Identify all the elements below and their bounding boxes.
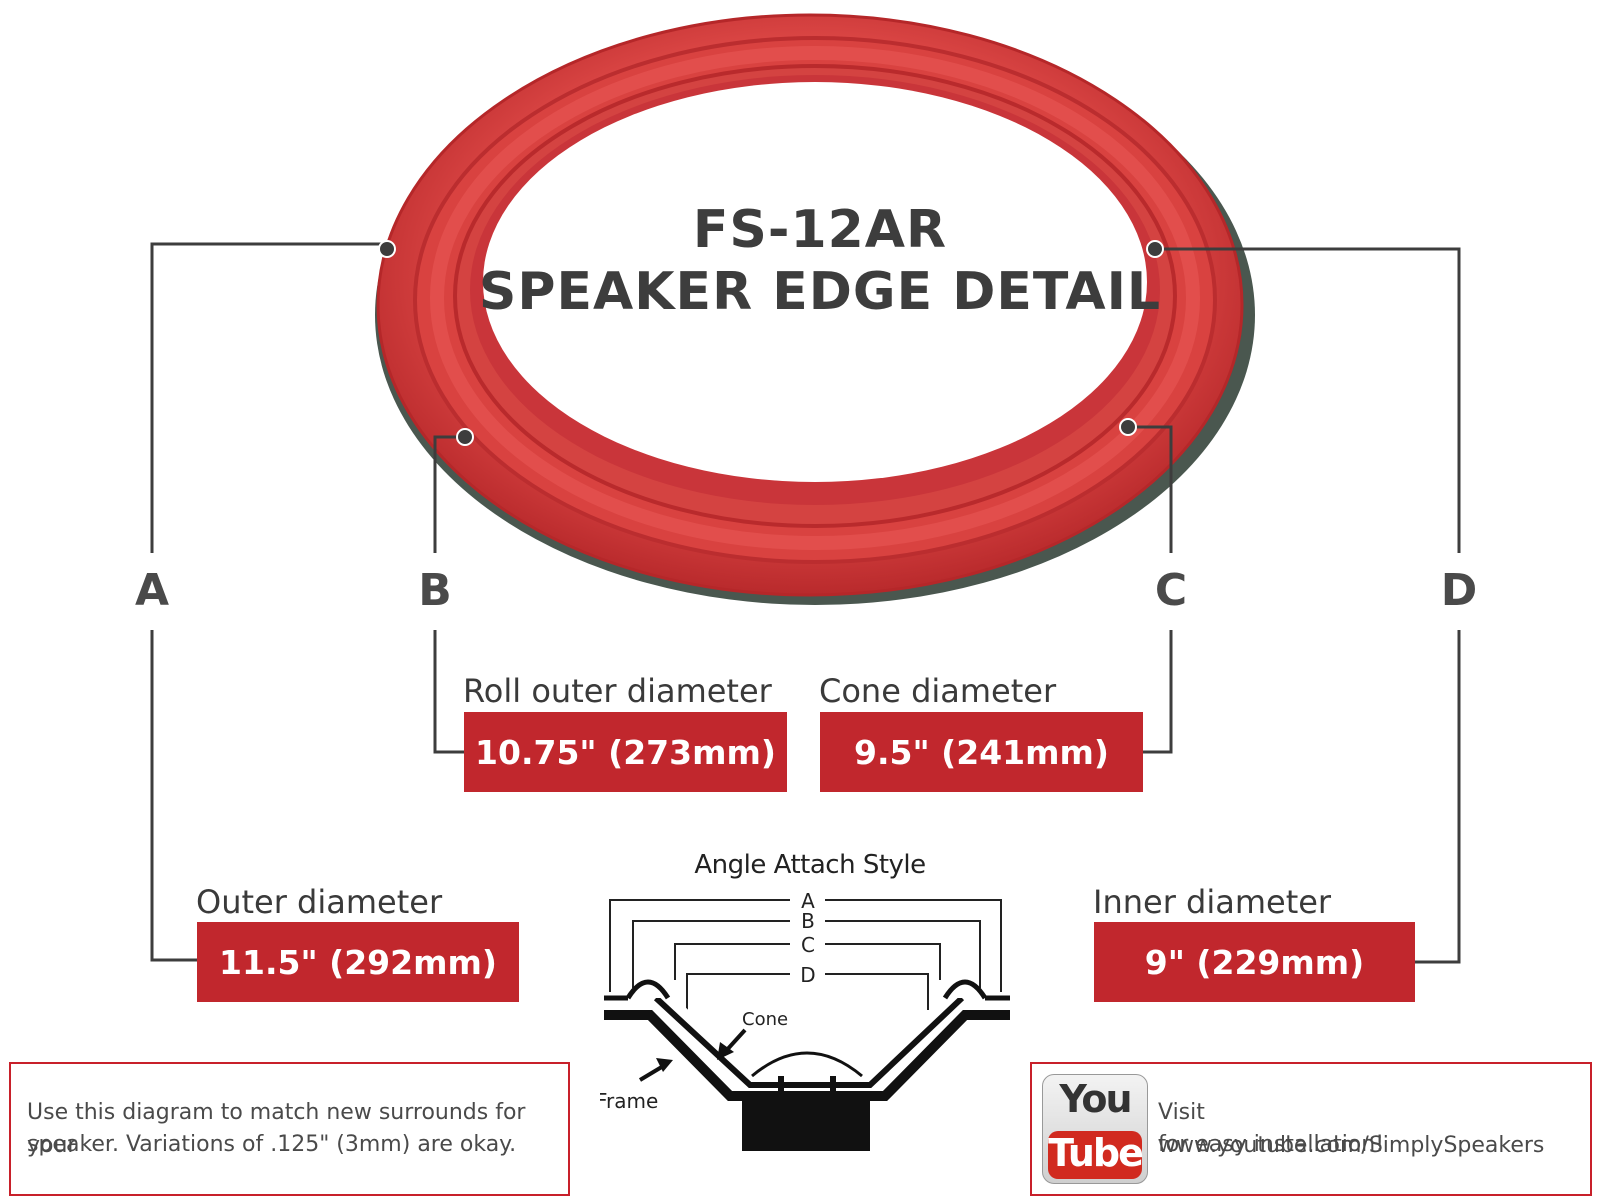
frame-label: Frame (600, 1089, 658, 1113)
cone-label: Cone (742, 1009, 788, 1030)
youtube-line-2: for easy installation! (1158, 1132, 1385, 1157)
caption-outer-diameter: Outer diameter (196, 883, 443, 921)
cross-section-diagram: A B C D Cone (600, 889, 1010, 1151)
dot-C (1119, 418, 1137, 436)
caption-cone-diameter: Cone diameter (819, 672, 1057, 710)
title-subtitle: SPEAKER EDGE DETAIL (478, 262, 1162, 322)
value-outer-diameter: 11.5" (292mm) (197, 922, 519, 1002)
cross-section-title: Angle Attach Style (694, 850, 926, 880)
speaker-surround-image (375, 13, 1255, 605)
youtube-box: You Tube Visit www.youtube.com/SimplySpe… (1030, 1062, 1592, 1196)
leader-lines (150, 242, 1461, 964)
youtube-logo-icon[interactable]: You Tube (1042, 1074, 1148, 1184)
note-line-1: Use this diagram to match new surrounds … (27, 1100, 526, 1158)
youtube-logo-tube: Tube (1048, 1131, 1144, 1175)
cross-section-speaker (604, 979, 1010, 1151)
cs-label-A: A (801, 889, 815, 913)
cs-label-D: D (800, 963, 815, 987)
dot-D (1146, 240, 1164, 258)
caption-inner-diameter: Inner diameter (1093, 883, 1332, 921)
label-letter-A: A (134, 565, 170, 616)
label-letter-C: C (1154, 565, 1188, 616)
leader-dots (378, 240, 1164, 446)
note-line-2: speaker. Variations of .125" (3mm) are o… (27, 1132, 517, 1157)
value-inner-diameter: 9" (229mm) (1094, 922, 1415, 1002)
cs-label-B: B (801, 909, 815, 933)
cs-label-C: C (801, 933, 815, 957)
caption-roll-outer-diameter: Roll outer diameter (463, 672, 772, 710)
cross-section-dimension-brackets (609, 899, 1002, 1010)
youtube-line-1: Visit www.youtube.com/SimplySpeakers (1158, 1100, 1545, 1158)
value-cone-diameter: 9.5" (241mm) (820, 712, 1143, 792)
dot-B (456, 428, 474, 446)
youtube-logo-tube-bg (1048, 1131, 1142, 1179)
dot-A (378, 240, 396, 258)
youtube-logo-you: You (1059, 1077, 1132, 1121)
label-letter-B: B (418, 565, 452, 616)
value-roll-outer-diameter: 10.75" (273mm) (464, 712, 787, 792)
cross-section-letters: A B C D (800, 889, 815, 987)
label-letter-D: D (1440, 565, 1478, 616)
note-box: Use this diagram to match new surrounds … (9, 1062, 570, 1196)
title-model: FS-12AR (692, 200, 948, 260)
